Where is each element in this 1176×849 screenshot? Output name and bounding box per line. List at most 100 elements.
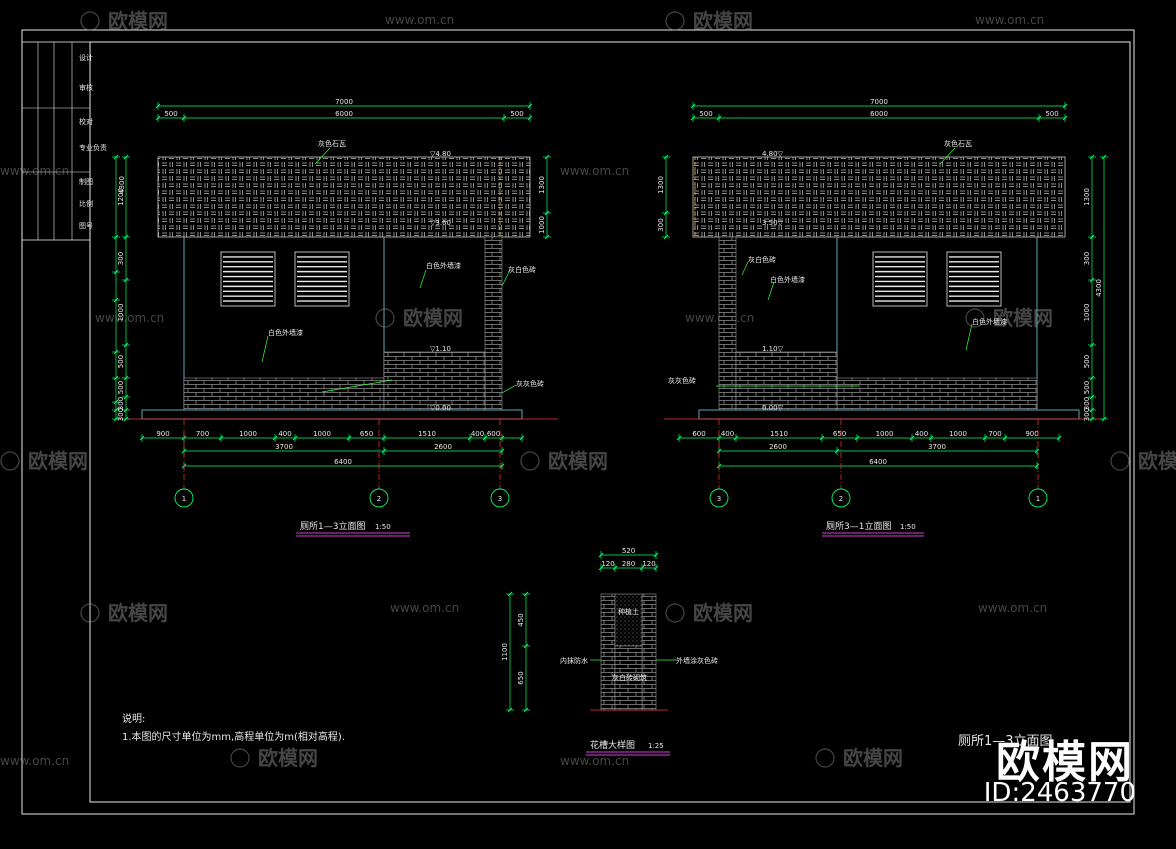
- left-side-dim2-label: 300: [117, 397, 125, 410]
- right-side-dim-slash: [1089, 394, 1095, 400]
- left-label-3-leader: [261, 335, 269, 363]
- planter-sub-dim-slash: [653, 565, 659, 571]
- left-side-dim-slash: [113, 407, 119, 413]
- right-side-dim-label: 500: [1083, 355, 1091, 368]
- watermark-brand: 欧模网: [1138, 449, 1176, 473]
- left-bottom-dim-slash: [499, 435, 505, 441]
- left-side-dim-slash: [113, 399, 119, 405]
- left-brick-column: [484, 236, 503, 411]
- planter-total-dim-slash: [507, 707, 513, 713]
- left-elev-ground: ▽0.00: [430, 404, 451, 412]
- watermark-url: www.om.cn: [560, 164, 629, 178]
- watermark-url: www.om.cn: [0, 164, 69, 178]
- title-block-cell: 图号: [79, 222, 93, 230]
- right-louver-window-2: [946, 251, 1002, 307]
- planter-sub-dim-label: 120: [601, 560, 614, 568]
- watermark-sofa-icon: [80, 603, 100, 623]
- window-frame: [294, 251, 350, 307]
- left-side-dim2-label: 500: [117, 381, 125, 394]
- right-top-dim-label: 500: [699, 110, 712, 118]
- left-sub-dim-slash: [381, 448, 387, 454]
- left-axis-3-axis-bubble: [490, 488, 510, 508]
- left-bottom-dim-slash: [272, 435, 278, 441]
- right-bottom-dim-slash: [854, 435, 860, 441]
- planter-top-dim-slash: [598, 552, 604, 558]
- left-label-1-leader: [419, 269, 427, 289]
- left-side-dim2-slash: [123, 375, 129, 381]
- watermark-brand: 欧模网: [403, 306, 463, 330]
- right-axis-1-axis-bubble: [1028, 488, 1048, 508]
- left-label-5-leader: [501, 384, 517, 394]
- right-plinth: [698, 409, 1080, 420]
- left-side-dim2-label: 500: [117, 355, 125, 368]
- watermark-sofa-icon: [520, 451, 540, 471]
- left-side-dim2-label: 1200: [117, 188, 125, 206]
- right-bottom-dim-label: 1510: [770, 430, 788, 438]
- outer-frame: [21, 29, 1135, 815]
- watermark-sofa-icon: [80, 11, 100, 31]
- window-frame: [220, 251, 276, 307]
- right-side-dim-label: 300: [1083, 252, 1091, 265]
- left-label-1-label: 白色外墙漆: [426, 261, 461, 270]
- right-side-dim-slash: [1089, 234, 1095, 240]
- right-label-3-label: 白色外墙漆: [972, 317, 1007, 326]
- left-side-dim2-slash: [123, 154, 129, 160]
- left-sub-dim-label: 2600: [434, 443, 452, 451]
- watermark-brand: 欧模网: [258, 746, 318, 770]
- right-bottom-dim-slash: [676, 435, 682, 441]
- right-bottom-dim-label: 400: [721, 430, 734, 438]
- right-axis-1-axis-label: 1: [1036, 495, 1040, 503]
- left-label-4-leader: [321, 379, 393, 393]
- watermark-brand-logo: 欧模网: [996, 737, 1134, 788]
- watermark-brand: 欧模网: [548, 449, 608, 473]
- left-label-3-label: 白色外墙漆: [268, 328, 303, 337]
- left-total-dim-label: 6400: [334, 458, 352, 466]
- right-louver-window-1: [872, 251, 928, 307]
- planter-side-dim-slash: [523, 591, 529, 597]
- left-bottom-dim-slash: [139, 435, 145, 441]
- left-sub-dim-slash: [181, 448, 187, 454]
- left-total-dim-slash: [499, 463, 505, 469]
- right-side-dim-slash: [1089, 407, 1095, 413]
- planter-sub-dim-slash: [598, 565, 604, 571]
- planter-total-dim-slash: [507, 591, 513, 597]
- watermark-brand: 欧模网: [108, 601, 168, 625]
- right-overall-dim-label: 7000: [870, 98, 888, 106]
- planter-label-soil: 种植土: [618, 607, 639, 616]
- left-bottom-dim-label: 700: [196, 430, 209, 438]
- right-sub-dim-label: 2600: [769, 443, 787, 451]
- watermark-sofa-icon: [375, 308, 395, 328]
- left-bottom-dim-label: 1000: [313, 430, 331, 438]
- watermark-sofa-icon: [665, 603, 685, 623]
- left-louver-window-2: [294, 251, 350, 307]
- notes-heading: 说明:: [122, 712, 145, 725]
- right-sub-dim-slash: [834, 448, 840, 454]
- right-overall-dim-slash: [1062, 103, 1068, 109]
- right-brick-base-2: [735, 351, 838, 411]
- right-top-dim-slash: [716, 115, 722, 121]
- left-side-dim-slash: [113, 234, 119, 240]
- watermark-url: www.om.cn: [978, 601, 1047, 615]
- sheet-title: 厕所1—3立面图: [958, 734, 1053, 749]
- right-side-dim-total-slash: [1101, 154, 1107, 160]
- watermark-sofa-icon: [815, 748, 835, 768]
- planter-total-dim-label: 1100: [501, 643, 509, 661]
- left-side-dim-slash: [113, 416, 119, 422]
- planter-side-dim-label: 650: [517, 671, 525, 684]
- watermark-sofa-icon: [965, 308, 985, 328]
- left-top-dim-label: 6000: [335, 110, 353, 118]
- right-elevation-title: 厕所3—1立面图: [826, 520, 891, 532]
- watermark-sofa-icon: [230, 748, 250, 768]
- left-brick-base-2: [383, 351, 486, 411]
- left-right-dim-slash: [544, 154, 550, 160]
- left-bottom-dim-slash: [292, 435, 298, 441]
- left-bottom-dim-slash: [482, 435, 488, 441]
- right-elev-ground: 0.00▽: [762, 404, 784, 412]
- watermark-brand: 欧模网: [28, 449, 88, 473]
- left-elevation: [118, 156, 558, 420]
- watermark-sofa-icon: [1110, 451, 1130, 471]
- left-elevation-scale: 1:50: [375, 523, 391, 531]
- right-roof: [692, 156, 1066, 238]
